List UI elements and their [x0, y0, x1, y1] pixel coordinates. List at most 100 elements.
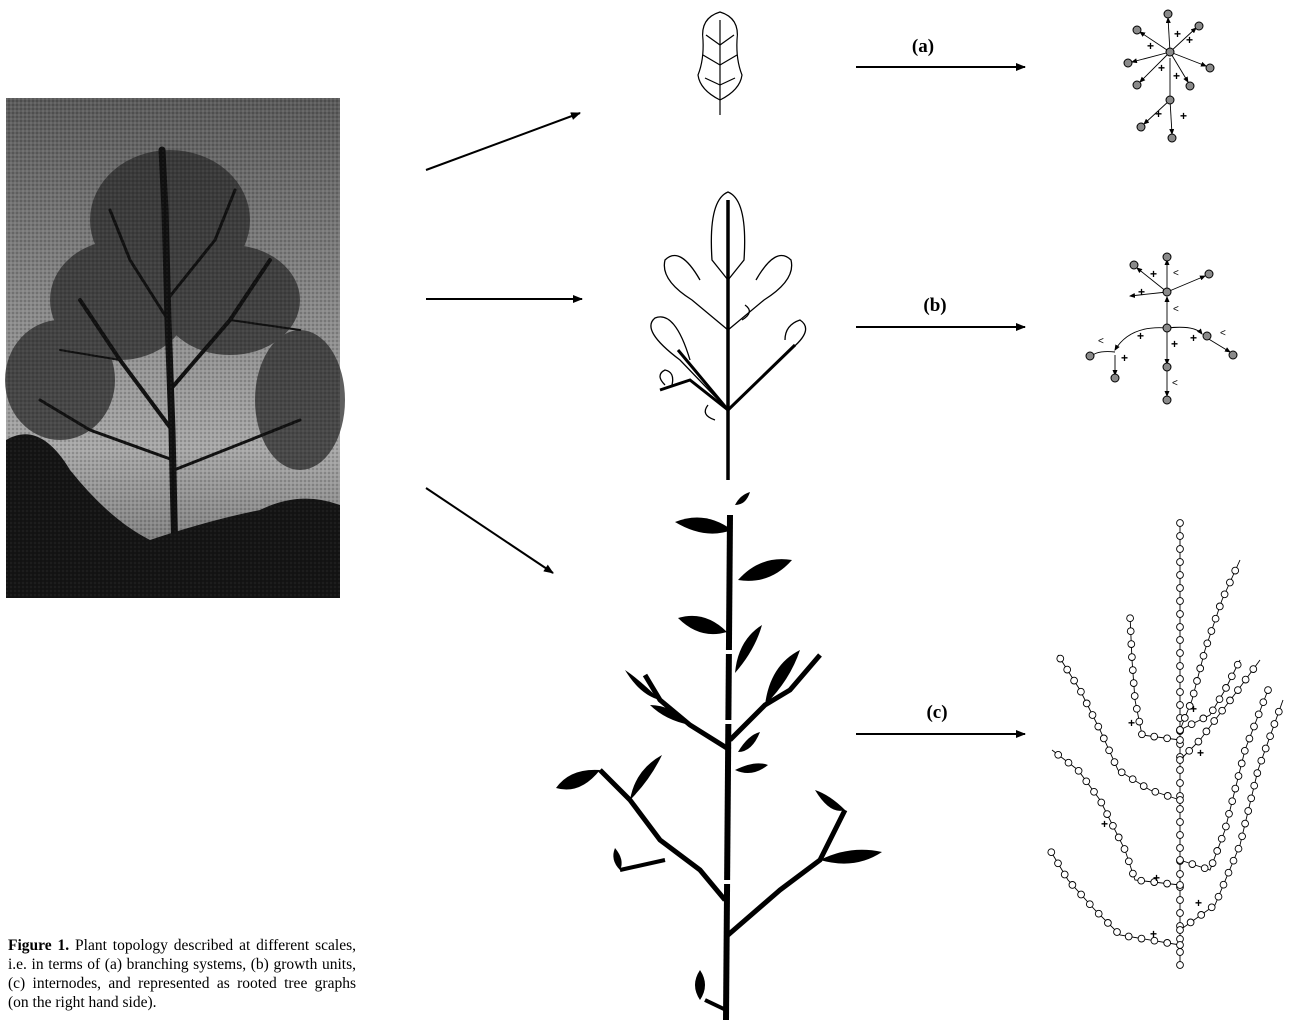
internode-node	[1164, 940, 1171, 947]
internode-node	[1228, 673, 1235, 680]
internode-node	[1230, 857, 1237, 864]
label-a: (a)	[912, 36, 934, 57]
internode-node	[1216, 603, 1223, 610]
sym-plus: +	[1190, 331, 1197, 345]
internode-node	[1177, 663, 1184, 670]
internode-node	[1198, 912, 1205, 919]
sym-plus: +	[1158, 61, 1165, 75]
internode-node	[1220, 881, 1227, 888]
internode-node	[1197, 665, 1204, 672]
internode-node	[1078, 891, 1085, 898]
internode-node	[1140, 783, 1147, 790]
internode-node	[1133, 705, 1140, 712]
internode-node	[1223, 685, 1230, 692]
internode-node	[1177, 780, 1184, 787]
internode-node	[1226, 810, 1233, 817]
internode-node	[1235, 687, 1242, 694]
sym-less: <	[1172, 378, 1178, 389]
internode-node	[1189, 861, 1196, 868]
internode-node	[1251, 782, 1258, 789]
internode-node	[1069, 882, 1076, 889]
internode-node	[1246, 735, 1253, 742]
internode-node	[1208, 628, 1215, 635]
internode-chain	[1058, 655, 1180, 800]
arrow-to-branching	[426, 113, 580, 170]
internode-node	[1177, 689, 1184, 696]
sym-plus: +	[1138, 285, 1145, 299]
internode-node	[1201, 865, 1208, 872]
internode-node	[1125, 933, 1132, 940]
internode-node	[1065, 759, 1072, 766]
internode-node	[1129, 654, 1136, 661]
internode-node	[1218, 835, 1225, 842]
internode-node	[1129, 776, 1136, 783]
sym-less: <	[1173, 304, 1179, 315]
internode-node	[1211, 718, 1218, 725]
internode-node	[1262, 745, 1269, 752]
internode-node	[1194, 678, 1201, 685]
label-c: (c)	[926, 702, 947, 723]
sym-plus: +	[1155, 107, 1162, 121]
sym-less: <	[1220, 328, 1226, 339]
tree-graph-b: + + + + + + < < < < <	[1086, 253, 1237, 404]
internode-node	[1164, 880, 1171, 887]
sym-plus: +	[1190, 702, 1197, 716]
internode-node	[1177, 650, 1184, 657]
internode-node	[1241, 747, 1248, 754]
sym-plus: +	[1171, 337, 1178, 351]
internode-node	[1242, 820, 1249, 827]
internode-node	[1055, 751, 1062, 758]
internode-node	[1200, 715, 1207, 722]
internode-node	[1125, 858, 1132, 865]
internode-node	[1195, 738, 1202, 745]
internode-node	[1177, 832, 1184, 839]
sym-plus: +	[1147, 39, 1154, 53]
internode-chain	[1180, 690, 1268, 870]
internode-node	[1239, 833, 1246, 840]
internode-node	[1118, 769, 1125, 776]
internode-node	[1204, 640, 1211, 647]
internode-node	[1235, 845, 1242, 852]
internode-node	[1190, 690, 1197, 697]
internode-node	[1177, 737, 1184, 744]
internode-node	[1177, 767, 1184, 774]
internode-node	[1177, 624, 1184, 631]
internode-node	[1164, 735, 1171, 742]
internode-node	[1227, 697, 1234, 704]
internode-node	[1177, 546, 1184, 553]
internode-node	[1177, 927, 1184, 934]
internode-node	[1177, 676, 1184, 683]
internode-node	[1061, 871, 1068, 878]
internode-node	[1214, 848, 1221, 855]
internode-node	[1130, 680, 1137, 687]
internode-node	[1177, 585, 1184, 592]
internode-node	[1186, 747, 1193, 754]
internode-node	[1100, 735, 1107, 742]
internode-node	[1232, 567, 1239, 574]
internode-node	[1177, 910, 1184, 917]
internode-node	[1177, 533, 1184, 540]
internode-shoot-sketch	[556, 492, 882, 1020]
internode-node	[1177, 727, 1184, 734]
internode-node	[1177, 797, 1184, 804]
internode-node	[1255, 711, 1262, 718]
internode-node	[1215, 893, 1222, 900]
internode-node	[1223, 823, 1230, 830]
internode-node	[1260, 699, 1267, 706]
internode-node	[1127, 615, 1134, 622]
internode-node	[1177, 806, 1184, 813]
internode-node	[1138, 935, 1145, 942]
internode-node	[1064, 666, 1071, 673]
internode-node	[1089, 712, 1096, 719]
internode-node	[1152, 788, 1159, 795]
internode-node	[1110, 822, 1117, 829]
internode-node	[1232, 785, 1239, 792]
internode-node	[1106, 747, 1113, 754]
internode-node	[1177, 611, 1184, 618]
sym-plus: +	[1121, 351, 1128, 365]
internode-node	[1235, 773, 1242, 780]
internode-node	[1227, 579, 1234, 586]
sym-plus: +	[1153, 871, 1160, 885]
internode-node	[1251, 723, 1258, 730]
